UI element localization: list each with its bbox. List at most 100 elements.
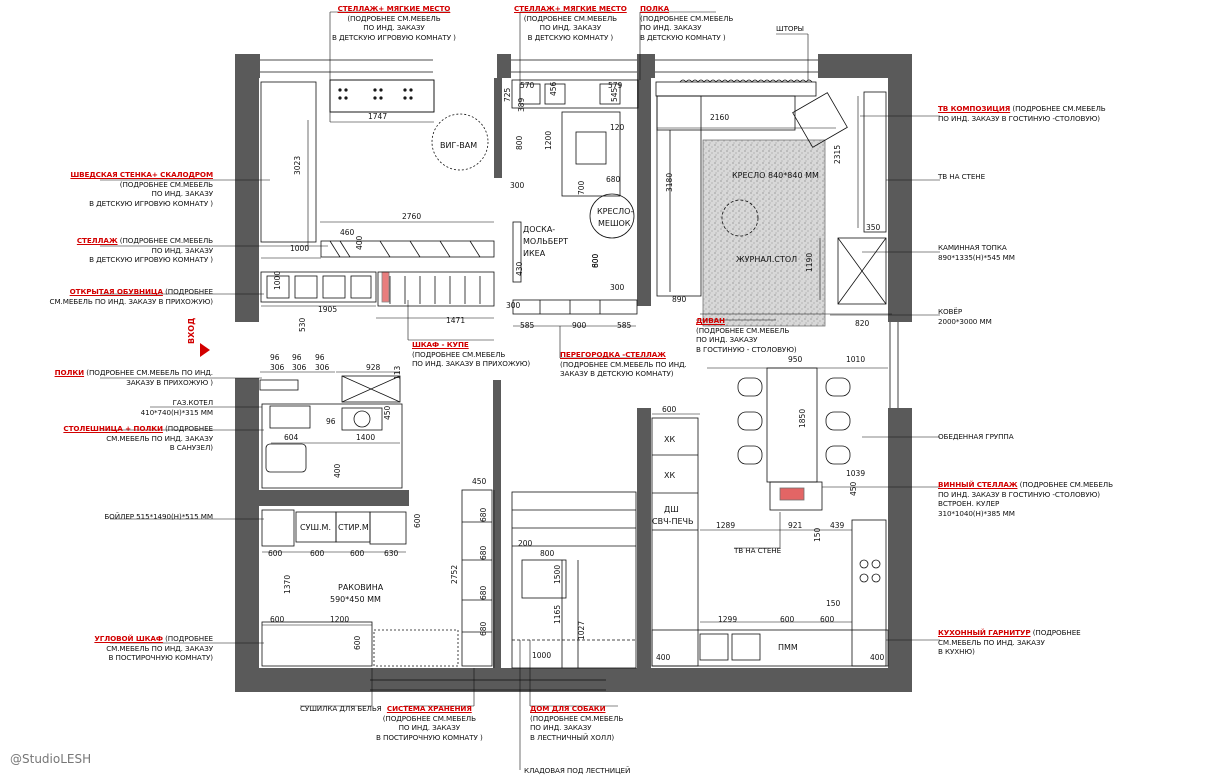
- annotation-line: (ПОДРОБНЕЕ СМ.МЕБЕЛЬ: [382, 713, 476, 723]
- dimension-value: 1200: [544, 131, 553, 150]
- annotation-title: ГАЗ.КОТЕЛ: [172, 398, 213, 407]
- annotation-fireplace: КАМИННАЯ ТОПКА 890*1335(H)*545 ММ: [938, 243, 1015, 262]
- dimension-value: 1400: [356, 433, 375, 442]
- annotation-title: СТЕЛЛАЖ+ МЯГКИЕ МЕСТО: [337, 4, 451, 13]
- annotation-carpet: КОВЁР 2000*3000 ММ: [938, 307, 992, 326]
- dimension-value: 150: [813, 527, 822, 542]
- annotation-line: (ПОДРОБНЕЕ СМ.МЕБЕЛЬ: [530, 713, 624, 723]
- dimension-value: 350: [866, 223, 881, 232]
- dimension-value: 113: [393, 365, 402, 380]
- dimension-value: 1850: [798, 409, 807, 428]
- dimension-value: 1905: [318, 305, 337, 314]
- dimension-value: 306: [270, 363, 285, 372]
- annotation-rack: СТЕЛЛАЖ (ПОДРОБНЕЕ СМ.МЕБЕЛЬ ПО ИНД. ЗАК…: [77, 236, 213, 265]
- annotation-line: ПО ИНД. ЗАКАЗУ В ГОСТИНУЮ -СТОЛОВУЮ): [938, 489, 1100, 499]
- room-label-fridge1: ХК: [664, 435, 675, 444]
- dimension-value: 600: [820, 615, 835, 624]
- annotation-line: СМ.МЕБЕЛЬ ПО ИНД. ЗАКАЗУ: [938, 637, 1045, 647]
- annotation-line: СМ.МЕБЕЛЬ ПО ИНД. ЗАКАЗУ В ПРИХОЖУЮ): [49, 296, 214, 306]
- annotation-line: В ПОСТИРОЧНУЮ КОМНАТУ ): [376, 732, 483, 742]
- annotation-shelf: ПОЛКА (ПОДРОБНЕЕ СМ.МЕБЕЛЬ ПО ИНД. ЗАКАЗ…: [640, 4, 733, 42]
- dimension-value: 600: [662, 405, 677, 414]
- playroom-furniture: [260, 79, 495, 307]
- dimension-value: 450: [472, 477, 487, 486]
- annotation-dining-group: ОБЕДЕННАЯ ГРУППА: [938, 432, 1014, 442]
- annotation-title: ДОМ ДЛЯ СОБАКИ: [530, 704, 606, 713]
- dimension-value: 579: [608, 81, 623, 90]
- dimension-value: 1010: [846, 355, 865, 364]
- annotation-line: (ПОДРОБНЕЕ СМ.МЕБЕЛЬ: [1010, 104, 1106, 113]
- room-label-beanbag1: КРЕСЛО-: [597, 207, 633, 216]
- room-label-vigvam: ВИГ-ВАМ: [440, 141, 477, 150]
- dimension-value: 600: [350, 549, 365, 558]
- dimension-value: 600: [780, 615, 795, 624]
- dimension-value: 96: [315, 353, 325, 362]
- dimension-value: 1039: [846, 469, 865, 478]
- annotation-title: СУШИЛКА ДЛЯ БЕЛЬЯ: [300, 704, 382, 713]
- stairs: [511, 491, 637, 669]
- annotation-line: (ПОДРОБНЕЕ: [162, 287, 213, 296]
- annotation-shelves: ПОЛКИ (ПОДРОБНЕЕ СМ.МЕБЕЛЬ ПО ИНД. ЗАКАЗ…: [55, 368, 214, 387]
- annotation-title: ПОЛКА: [640, 4, 670, 13]
- annotation-tv-on-wall-kitchen: ТВ НА СТЕНЕ: [734, 546, 781, 556]
- dimension-value: 439: [830, 521, 845, 530]
- dimension-value: 680: [479, 545, 488, 560]
- annotation-title: ДИВАН: [696, 316, 725, 325]
- room-label-sink: РАКОВИНА: [338, 583, 384, 592]
- annotation-line: (ПОДРОБНЕЕ СМ.МЕБЕЛЬ: [119, 179, 213, 189]
- annotation-line: (ПОДРОБНЕЕ СМ.МЕБЕЛЬ ПО ИНД.: [84, 368, 213, 377]
- annotation-line: ПО ИНД. ЗАКАЗУ: [696, 335, 758, 345]
- dimension-value: 1370: [283, 575, 292, 594]
- dimension-value: 120: [610, 123, 625, 132]
- dimension-value: 200: [518, 539, 533, 548]
- dimension-value: 545: [610, 87, 619, 102]
- annotation-dog-house: ДОМ ДЛЯ СОБАКИ (ПОДРОБНЕЕ СМ.МЕБЕЛЬ ПО И…: [530, 704, 623, 742]
- annotation-line: 410*740(H)*315 ММ: [140, 407, 213, 417]
- annotation-line: В ЛЕСТНИЧНЫЙ ХОЛЛ): [530, 732, 615, 742]
- annotation-line: В ДЕТСКУЮ ИГРОВУЮ КОМНАТУ ): [89, 255, 213, 265]
- dimension-value: 400: [355, 235, 364, 250]
- dimension-value: 1190: [805, 253, 814, 272]
- dimension-value: 389: [517, 97, 526, 112]
- service-rooms: [259, 375, 493, 667]
- annotation-title: ПЕРЕГОРОДКА -СТЕЛЛАЖ: [560, 350, 666, 359]
- dimension-lines: [260, 96, 892, 668]
- annotation-line: ПО ИНД. ЗАКАЗУ: [640, 23, 702, 33]
- dimension-value: 1200: [330, 615, 349, 624]
- dimension-value: 585: [520, 321, 535, 330]
- dimension-value: 890: [672, 295, 687, 304]
- annotation-line: ПО ИНД. ЗАКАЗУ В ПРИХОЖУЮ): [412, 359, 531, 369]
- annotation-tv-composition: ТВ КОМПОЗИЦИЯ (ПОДРОБНЕЕ СМ.МЕБЕЛЬ ПО ИН…: [938, 104, 1106, 123]
- dimension-value: 400: [656, 653, 671, 662]
- annotation-line: В ПОСТИРОЧНУЮ КОМНАТУ): [108, 653, 214, 663]
- annotation-line: (ПОДРОБНЕЕ СМ.МЕБЕЛЬ: [696, 325, 790, 335]
- dimension-value: 680: [606, 175, 621, 184]
- dimension-value: 1000: [290, 244, 309, 253]
- room-label-dw: ДШ: [664, 505, 679, 514]
- dimension-value: 600: [353, 635, 362, 650]
- dimension-value: 306: [315, 363, 330, 372]
- dimension-value: 1027: [577, 621, 586, 640]
- dimension-value: 950: [788, 355, 803, 364]
- annotation-line: ВСТРОЕН. КУЛЕР: [938, 499, 1000, 509]
- dimension-value: 928: [366, 363, 381, 372]
- annotation-title: ТВ КОМПОЗИЦИЯ: [938, 104, 1011, 113]
- dimension-values: 1747302327604604001000190514715301000570…: [268, 81, 885, 662]
- dimension-value: 3023: [293, 156, 302, 175]
- room-label-beanbag2: МЕШОК: [598, 219, 631, 228]
- dimension-value: 530: [298, 317, 307, 332]
- annotation-corner-wardrobe: УГЛОВОЙ ШКАФ (ПОДРОБНЕЕ СМ.МЕБЕЛЬ ПО ИНД…: [94, 634, 213, 663]
- dimension-value: 456: [549, 81, 558, 96]
- annotation-countertop: СТОЛЕШНИЦА + ПОЛКИ (ПОДРОБНЕЕ СМ.МЕБЕЛЬ …: [63, 424, 213, 453]
- annotation-line: (ПОДРОБНЕЕ: [1030, 628, 1081, 637]
- annotation-line: ПО ИНД. ЗАКАЗУ: [151, 189, 214, 199]
- annotation-pantry: КЛАДОВАЯ ПОД ЛЕСТНИЦЕЙ: [524, 766, 630, 776]
- dimension-value: 400: [870, 653, 885, 662]
- dimension-value: 450: [383, 405, 392, 420]
- dimension-value: 680: [479, 585, 488, 600]
- dimension-value: 800: [540, 549, 555, 558]
- annotation-line: СМ.МЕБЕЛЬ ПО ИНД. ЗАКАЗУ: [106, 643, 213, 653]
- dimension-value: 96: [292, 353, 302, 362]
- living-room: [655, 79, 887, 327]
- annotation-gas-boiler: ГАЗ.КОТЕЛ 410*740(H)*315 ММ: [141, 398, 213, 417]
